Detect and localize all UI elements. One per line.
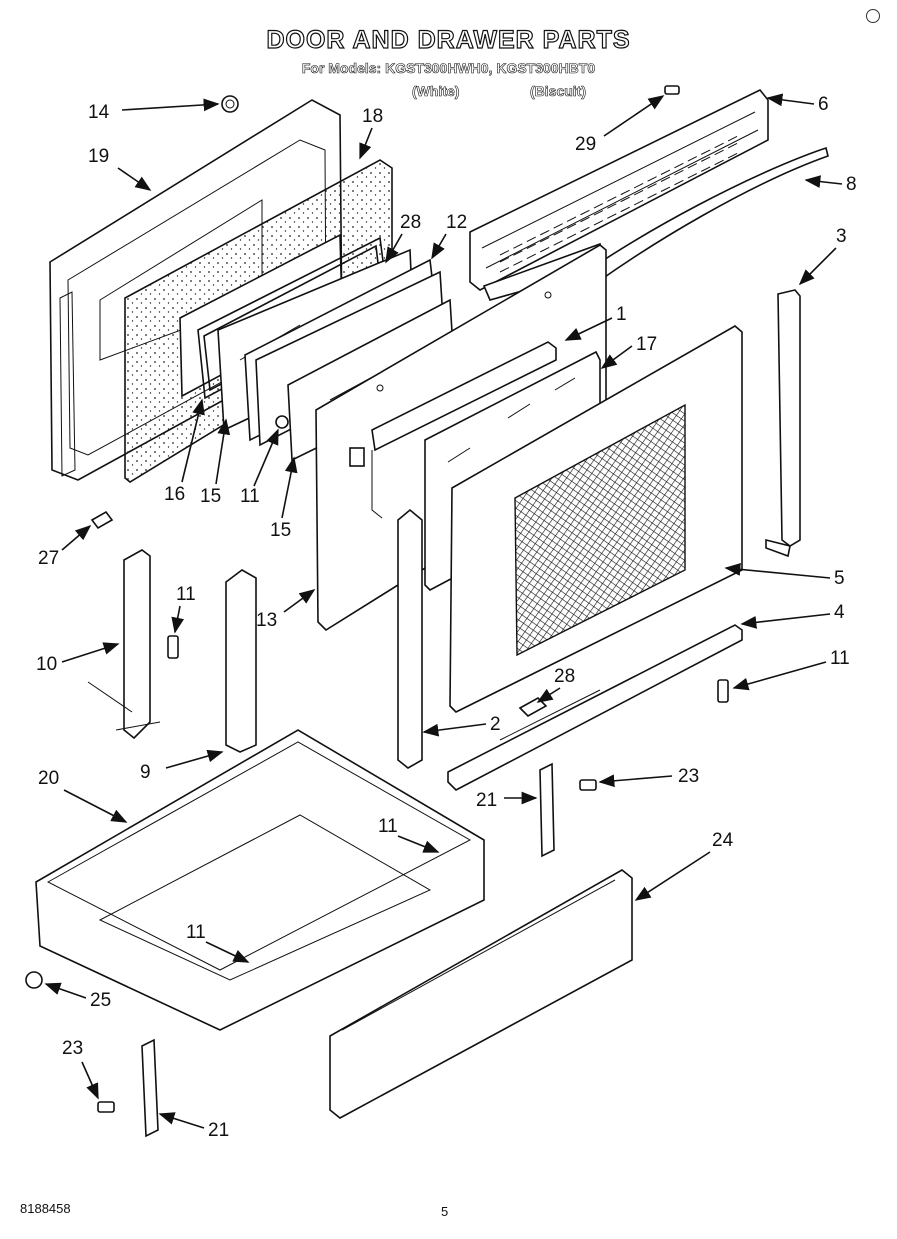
callout-8: 8 [804, 174, 857, 195]
callout-label: 21 [476, 790, 497, 811]
callout-label: 4 [834, 602, 845, 623]
callout-19: 19 [88, 146, 152, 191]
callout-label: 21 [208, 1120, 229, 1141]
callout-label: 2 [490, 714, 501, 735]
callout-label: 23 [62, 1038, 83, 1059]
callout-label: 8 [846, 174, 857, 195]
callout-28-lower: 28 [536, 666, 575, 703]
callout-label: 16 [164, 484, 185, 505]
callout-4: 4 [740, 602, 845, 629]
callout-11-hinge: 11 [171, 584, 196, 634]
callout-28-upper: 28 [385, 212, 421, 264]
part-10-hinge [87, 549, 161, 740]
callout-label: 1 [616, 304, 627, 325]
callout-10: 10 [36, 642, 120, 675]
callout-17: 17 [600, 334, 657, 369]
callout-1: 1 [564, 304, 627, 341]
callout-23-right: 23 [598, 766, 699, 788]
callout-11-upper: 11 [240, 428, 279, 507]
models-line: For Models: KGST300HWH0, KGST300HBT0 [301, 60, 596, 77]
callout-3: 3 [798, 226, 847, 286]
callout-label: 15 [200, 486, 221, 507]
part-23-screws [97, 779, 597, 1113]
callout-20: 20 [38, 768, 128, 823]
callout-label: 28 [554, 666, 575, 687]
page-title: DOOR AND DRAWER PARTS [266, 25, 631, 54]
variant-biscuit-label: (Biscuit) [530, 83, 587, 100]
callout-25: 25 [44, 982, 111, 1011]
variant-white-label: (White) [412, 83, 460, 100]
callout-15-right: 15 [270, 456, 298, 541]
callout-2: 2 [422, 714, 501, 737]
callout-label: 14 [88, 102, 110, 123]
callout-label: 5 [834, 568, 845, 589]
callout-label: 11 [378, 816, 398, 837]
callout-label: 17 [636, 334, 657, 355]
callout-label: 9 [140, 762, 151, 783]
callout-label: 18 [362, 106, 383, 127]
part-21-drawer-slide-left [141, 1038, 159, 1138]
callout-label: 11 [240, 486, 260, 507]
part-5-outer-door [449, 325, 743, 713]
callout-label: 11 [176, 584, 196, 605]
part-3-side-trim [765, 289, 801, 558]
callout-5: 5 [724, 563, 845, 589]
callout-label: 27 [38, 548, 59, 569]
part-1-panel-bracket [349, 341, 557, 519]
callout-label: 13 [256, 610, 277, 631]
callout-label: 11 [186, 922, 206, 943]
part-4-hinge-bar [447, 624, 743, 791]
part-27-clip [90, 510, 114, 530]
callout-9: 9 [140, 749, 224, 783]
callout-label: 15 [270, 520, 291, 541]
part-20-drawer-body [35, 729, 485, 1031]
part-9-trim-post [225, 569, 257, 753]
callout-12: 12 [431, 212, 467, 260]
part-24-drawer-front [329, 869, 633, 1119]
callout-23-left: 23 [62, 1038, 99, 1100]
callout-27: 27 [38, 524, 92, 569]
callout-label: 19 [88, 146, 109, 167]
callout-11-right: 11 [732, 648, 850, 691]
callout-label: 10 [36, 654, 57, 675]
part-29-screw [664, 85, 680, 95]
callout-14: 14 [88, 98, 220, 123]
callout-label: 23 [678, 766, 699, 787]
callout-15-left: 15 [200, 418, 231, 507]
part-6-vent-trim [469, 88, 769, 301]
part-28-clip-lower [518, 697, 548, 717]
callout-21-left: 21 [158, 1112, 229, 1141]
page-number: 5 [441, 1204, 449, 1219]
part-21-drawer-slide-right [539, 762, 555, 858]
callout-label: 29 [575, 134, 596, 155]
callout-21-right: 21 [476, 790, 538, 811]
callout-18: 18 [359, 106, 383, 160]
callout-13: 13 [256, 589, 316, 631]
callout-16: 16 [164, 398, 205, 505]
callout-24: 24 [634, 830, 734, 901]
callout-29: 29 [575, 95, 665, 155]
part-14-screw [221, 95, 239, 113]
callout-11-drawer-left: 11 [186, 922, 250, 963]
corner-hole-mark [866, 9, 880, 23]
callout-label: 28 [400, 212, 421, 233]
callout-11-drawer-right: 11 [378, 816, 440, 853]
callout-label: 24 [712, 830, 734, 851]
callout-label: 6 [818, 94, 829, 115]
callout-label: 3 [836, 226, 847, 247]
callout-label: 12 [446, 212, 467, 233]
part-2-trim-post [397, 508, 423, 769]
callout-label: 25 [90, 990, 111, 1011]
part-25-screw [25, 971, 43, 989]
callout-label: 20 [38, 768, 59, 789]
document-number: 8188458 [20, 1201, 71, 1216]
callout-label: 11 [830, 648, 850, 669]
callout-6: 6 [766, 93, 829, 115]
